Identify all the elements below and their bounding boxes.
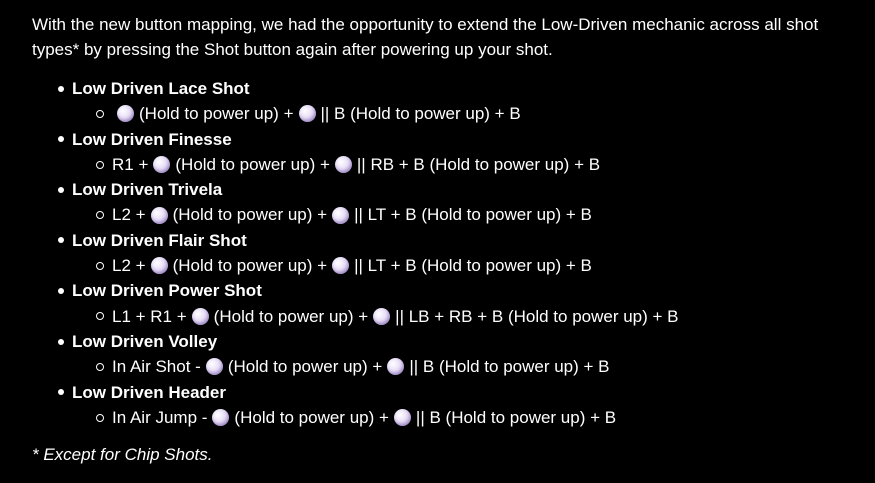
shot-title: Low Driven Flair Shot <box>58 228 843 253</box>
hold-text: (Hold to power up) + <box>234 407 389 427</box>
alt-input: || B (Hold to power up) + B <box>409 357 610 377</box>
input-prefix: L2 + <box>112 256 146 276</box>
article-content: With the new button mapping, we had the … <box>32 15 843 465</box>
footnote: * Except for Chip Shots. <box>32 445 213 465</box>
disc-bullet <box>58 85 64 92</box>
list-item: Low Driven Flair Shot L2 + (Hold to power… <box>58 228 843 279</box>
alt-input: || B (Hold to power up) + B <box>320 104 521 124</box>
circle-bullet <box>96 160 104 169</box>
shot-title: Low Driven Lace Shot <box>58 76 843 101</box>
circle-bullet <box>96 109 104 118</box>
circle-button-icon <box>117 105 134 123</box>
shot-list: Low Driven Lace Shot (Hold to power up) … <box>32 76 843 430</box>
intro-paragraph: With the new button mapping, we had the … <box>32 15 819 59</box>
input-prefix: L2 + <box>112 205 146 225</box>
disc-bullet <box>58 389 64 396</box>
hold-text: (Hold to power up) + <box>227 357 383 377</box>
list-item: Low Driven Lace Shot (Hold to power up) … <box>58 76 843 127</box>
list-item: Low Driven Volley In Air Shot - (Hold to … <box>58 329 843 380</box>
shot-title: Low Driven Finesse <box>58 127 843 152</box>
hold-text: (Hold to power up) + <box>172 205 328 225</box>
list-item: Low Driven Power Shot L1 + R1 + (Hold to … <box>58 278 843 329</box>
shot-input-row: L2 + (Hold to power up) + || LT + B (Hold … <box>72 202 843 227</box>
disc-bullet <box>58 338 64 345</box>
alt-input: || LB + RB + B (Hold to power up) + B <box>395 306 679 326</box>
alt-input: || LT + B (Hold to power up) + B <box>354 256 592 276</box>
circle-button-icon <box>298 105 316 123</box>
shot-input-row: (Hold to power up) + || B (Hold to power … <box>72 101 843 126</box>
circle-button-icon <box>191 307 209 325</box>
shot-input-row: In Air Jump - (Hold to power up) + || B (H… <box>72 405 843 430</box>
circle-button-icon <box>153 156 171 174</box>
disc-bullet <box>58 288 64 295</box>
shot-input-row: L1 + R1 + (Hold to power up) + || LB + RB … <box>72 304 843 329</box>
list-item: Low Driven Finesse R1 + (Hold to power up… <box>58 127 843 178</box>
shot-title: Low Driven Header <box>58 380 843 405</box>
shot-input-row: L2 + (Hold to power up) + || LT + B (Hold … <box>72 253 843 278</box>
circle-button-icon <box>387 358 405 376</box>
circle-button-icon <box>150 206 168 224</box>
shot-title: Low Driven Trivela <box>58 177 843 202</box>
list-item: Low Driven Trivela L2 + (Hold to power up… <box>58 177 843 228</box>
input-prefix: In Air Shot - <box>112 357 201 377</box>
circle-bullet <box>96 211 104 220</box>
input-prefix: L1 + R1 + <box>112 306 187 326</box>
input-prefix: R1 + <box>112 154 149 174</box>
circle-button-icon <box>393 409 411 426</box>
circle-button-icon <box>334 156 352 174</box>
disc-bullet <box>58 136 64 143</box>
shot-title: Low Driven Volley <box>58 329 843 354</box>
shot-input-row: R1 + (Hold to power up) + || RB + B (Hold … <box>72 152 843 177</box>
circle-bullet <box>96 312 104 321</box>
circle-button-icon <box>205 358 223 376</box>
hold-text: (Hold to power up) + <box>175 154 330 174</box>
disc-bullet <box>58 186 64 193</box>
circle-button-icon <box>212 409 230 426</box>
hold-text: (Hold to power up) + <box>213 306 369 326</box>
input-prefix: In Air Jump - <box>112 407 208 427</box>
hold-text: (Hold to power up) + <box>139 104 294 124</box>
alt-input: || RB + B (Hold to power up) + B <box>356 154 601 174</box>
circle-bullet <box>96 362 104 371</box>
shot-input-row: In Air Shot - (Hold to power up) + || B (H… <box>72 354 843 379</box>
shot-title: Low Driven Power Shot <box>58 278 843 303</box>
list-item: Low Driven Header In Air Jump - (Hold to … <box>58 380 843 431</box>
circle-button-icon <box>332 257 350 275</box>
alt-input: || LT + B (Hold to power up) + B <box>354 205 592 225</box>
circle-button-icon <box>373 307 391 325</box>
hold-text: (Hold to power up) + <box>172 256 328 276</box>
alt-input: || B (Hold to power up) + B <box>415 407 617 427</box>
circle-button-icon <box>150 257 168 275</box>
circle-bullet <box>96 413 104 422</box>
circle-button-icon <box>332 206 350 224</box>
circle-bullet <box>96 261 104 270</box>
disc-bullet <box>58 237 64 244</box>
